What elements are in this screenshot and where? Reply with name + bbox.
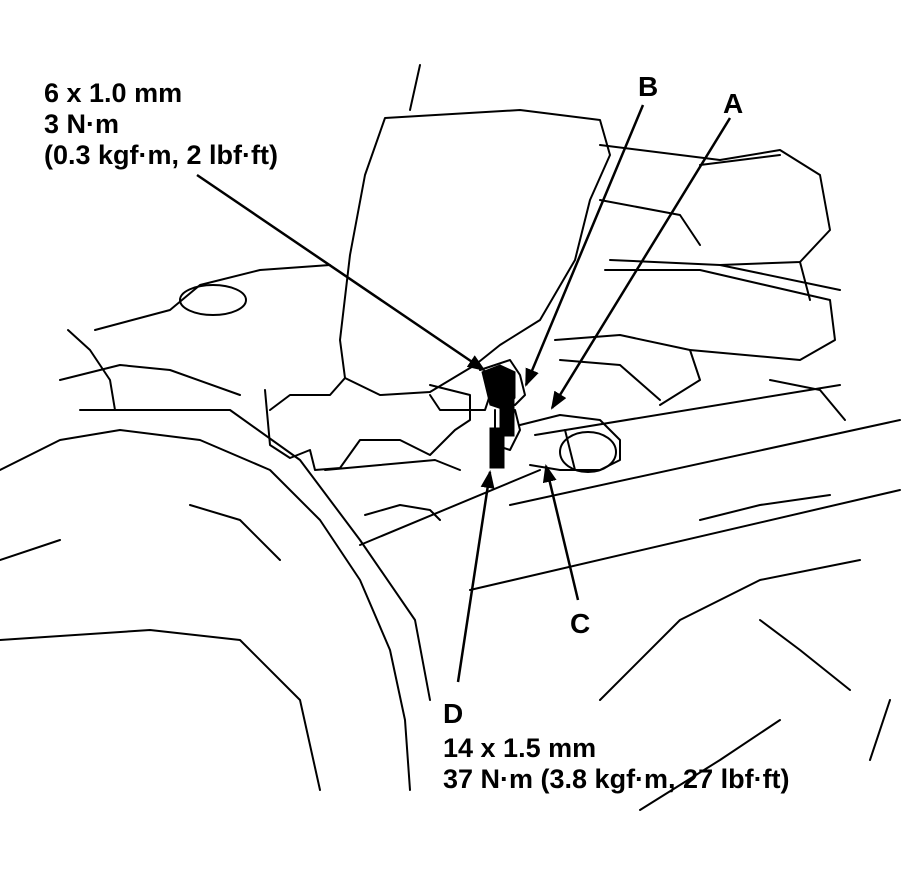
spec-b-thread: 6 x 1.0 mm [44, 78, 183, 108]
spec-label-bolt-b: 6 x 1.0 mm 3 N·m (0.3 kgf·m, 2 lbf·ft) [44, 80, 278, 173]
callout-d: D [443, 698, 464, 729]
arrow-a [550, 117, 732, 410]
bolt-d [489, 427, 505, 469]
spec-b-torque: 3 N·m [44, 109, 120, 139]
arrow-spec-b [196, 173, 486, 372]
callout-a: A [723, 88, 744, 119]
spec-b-torque-alt: (0.3 kgf·m, 2 lbf·ft) [44, 140, 278, 170]
arrow-d [456, 470, 495, 683]
callout-arrows [196, 104, 732, 683]
bolt-b [481, 364, 516, 437]
arrow-b [524, 104, 645, 387]
callout-b: B [638, 71, 659, 102]
spec-d-thread: 14 x 1.5 mm [443, 733, 597, 763]
spec-label-bolt-d: 14 x 1.5 mm 37 N·m (3.8 kgf·m, 27 lbf·ft… [443, 735, 790, 797]
callout-c: C [570, 608, 591, 639]
arrow-c [542, 464, 580, 601]
spec-d-torque: 37 N·m (3.8 kgf·m, 27 lbf·ft) [443, 764, 790, 794]
